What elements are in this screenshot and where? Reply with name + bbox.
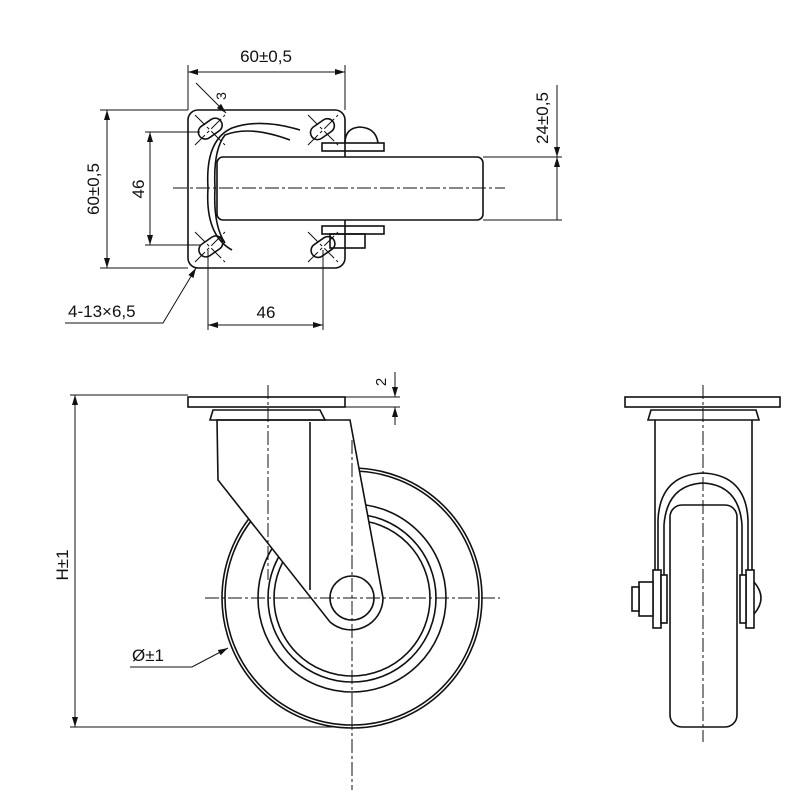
front-plate [187,396,346,408]
side-axle-nut [638,581,654,617]
top-view: 60±0,5 60±0,5 46 46 3 24±0,5 4-13×6,5 [65,47,562,330]
plate-thickness-dim: 2 [373,378,390,386]
swivel-fork [216,419,384,631]
diameter-dim: Ø±1 [132,646,164,665]
plate-height-dim: 60±0,5 [84,163,103,215]
axle-cap [344,126,379,144]
front-view: 2 H±1 Ø±1 [53,372,500,790]
wheel-width-dim: 24±0,5 [533,92,552,144]
hole-spacing-vertical: 46 [129,180,148,199]
height-dim: H±1 [53,549,72,580]
corner-offset-dim: 3 [213,92,229,100]
plate-width-dim: 60±0,5 [240,47,292,66]
holes-label: 4-13×6,5 [68,302,136,321]
axle-nut [329,233,366,249]
mounting-slots [194,114,339,263]
fork-arch [206,122,301,251]
hole-spacing-horizontal: 46 [257,303,276,322]
side-view [624,385,781,742]
